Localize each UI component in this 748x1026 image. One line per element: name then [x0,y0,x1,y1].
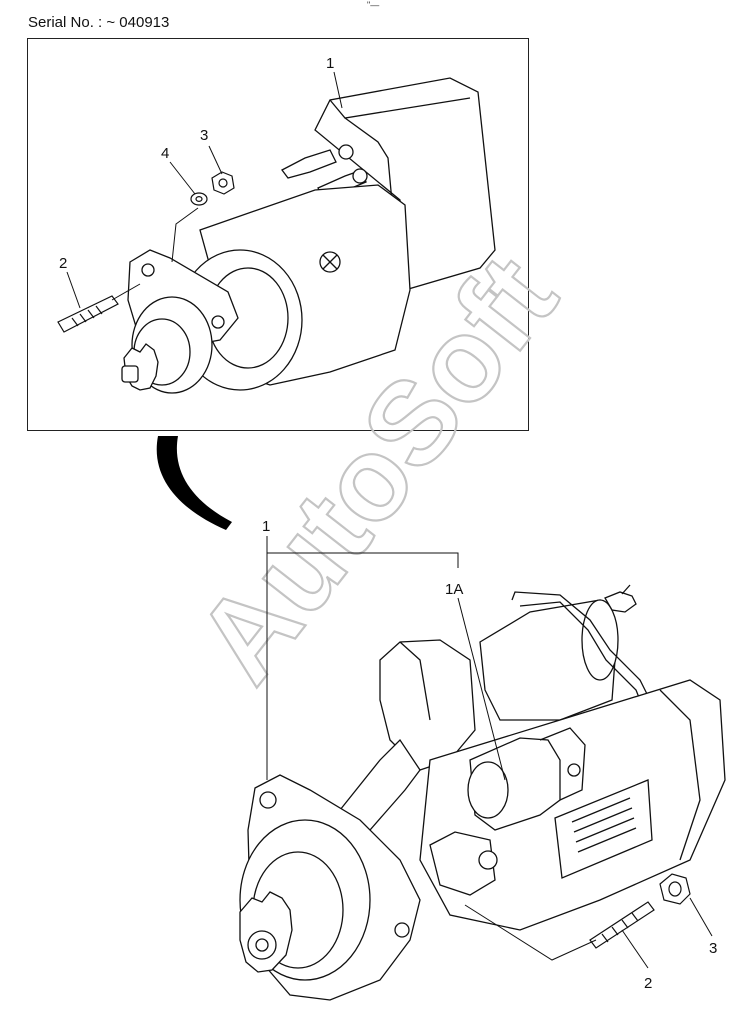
upper-hex-nut [211,171,235,195]
callout-lower-2: 2 [644,975,652,992]
upper-starter-motor [121,77,496,394]
page-top-mark: "— [367,0,380,10]
lower-leader-lines [266,536,713,969]
callout-upper-4: 4 [161,145,169,162]
callout-upper-3: 3 [200,127,208,144]
upper-pinion-gear [121,343,159,391]
transition-arrow [156,436,232,530]
callout-upper-2: 2 [59,255,67,272]
lower-starter-motor [239,584,726,1001]
lower-pinion-gear [239,891,293,973]
callout-lower-1a: 1A [445,581,463,598]
callout-lower-1: 1 [262,518,270,535]
callout-upper-1: 1 [326,55,334,72]
lower-stud [589,901,655,949]
lower-hex-nut [659,873,691,905]
lower-solenoid-1a [467,727,586,831]
lower-data-plate [554,779,653,879]
upper-leader-lines [66,71,343,309]
upper-washer [190,192,208,206]
serial-number-label: Serial No. : ~ 040913 [28,14,170,31]
upper-stud [57,295,119,333]
callout-lower-3: 3 [709,940,717,957]
